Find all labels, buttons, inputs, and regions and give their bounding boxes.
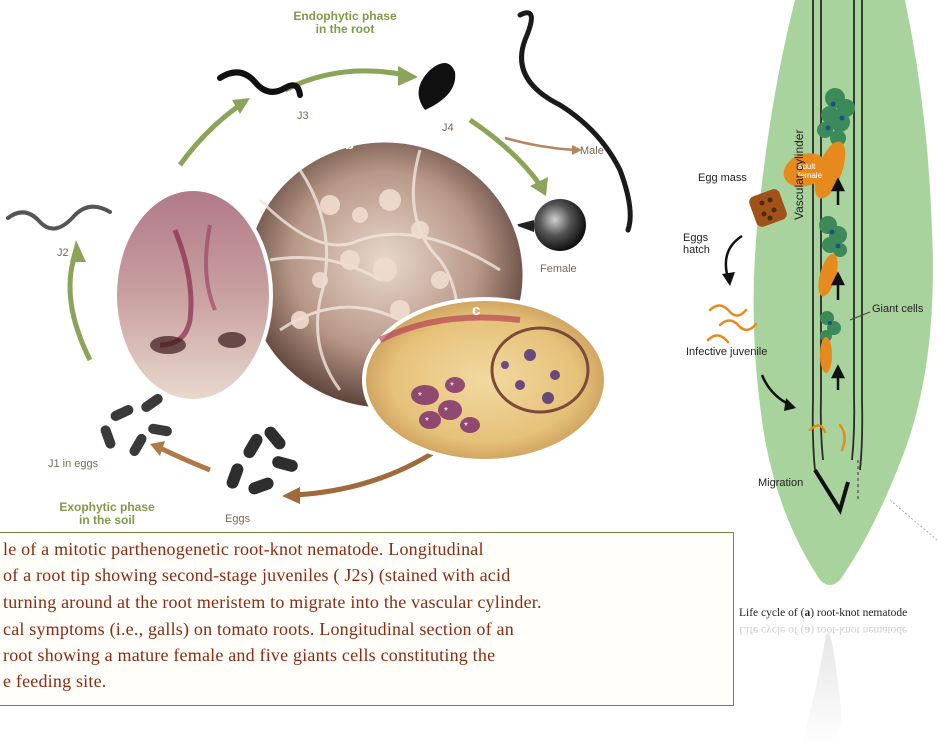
svg-text:*: * — [418, 391, 422, 402]
giant-cells-label: Giant cells — [872, 303, 923, 315]
right-figure-caption: Life cycle of (a) root-knot nematode — [739, 607, 907, 619]
stage-label-eggs: Eggs — [225, 513, 250, 525]
caption-line-2: of a root tip showing second-stage juven… — [3, 565, 510, 586]
stage-label-female: Female — [540, 263, 577, 275]
life-cycle-figure: * * * * * Endophytic phase in the root E… — [0, 0, 720, 530]
svg-text:*: * — [464, 421, 468, 432]
caption-line-1: le of a mitotic parthenogenetic root-kno… — [3, 539, 484, 560]
life-cycle-artwork: * * * * * — [0, 0, 720, 530]
caption-line-3: turning around at the root meristem to m… — [3, 592, 542, 613]
right-caption-reflection-prefix: Life cycle of ( — [739, 624, 804, 636]
panel-letter-b: b — [345, 136, 354, 153]
caption-line-6: e feeding site. — [3, 671, 106, 692]
egg-mass-label: Egg mass — [698, 172, 747, 184]
panel-letter-c: c — [472, 302, 480, 319]
caption-line-4: cal symptoms (i.e., galls) on tomato roo… — [3, 619, 514, 640]
stage-label-j2: J2 — [57, 247, 69, 259]
root-infection-diagram: Egg mass Eggs hatch Infective juvenile M… — [680, 0, 937, 747]
stage-label-j3: J3 — [297, 110, 309, 122]
svg-text:*: * — [425, 416, 429, 427]
panel-letter-a: a — [187, 178, 195, 195]
eggs-hatch-label: Eggs hatch — [683, 232, 710, 256]
stage-label-j1: J1 in eggs — [48, 458, 98, 470]
right-caption-suffix: ) root-knot nematode — [810, 607, 907, 619]
exophytic-phase-label: Exophytic phase in the soil — [42, 501, 172, 527]
svg-text:*: * — [444, 406, 448, 417]
caption-line-5: root showing a mature female and five gi… — [3, 645, 495, 666]
right-caption-reflection: Life cycle of (a) root-knot nematode — [739, 624, 907, 636]
infective-juvenile-label: Infective juvenile — [686, 346, 767, 358]
right-caption-prefix: Life cycle of ( — [739, 607, 804, 619]
stage-label-j4: J4 — [442, 122, 454, 134]
stage-label-male: Male — [580, 145, 604, 157]
migration-label: Migration — [758, 477, 803, 489]
vascular-cylinder-label: Vascular cylinder — [792, 130, 806, 220]
right-caption-reflection-suffix: ) root-knot nematode — [810, 624, 907, 636]
figure-caption-box: le of a mitotic parthenogenetic root-kno… — [0, 532, 734, 706]
svg-text:*: * — [450, 381, 454, 392]
endophytic-phase-label: Endophytic phase in the root — [275, 10, 415, 36]
